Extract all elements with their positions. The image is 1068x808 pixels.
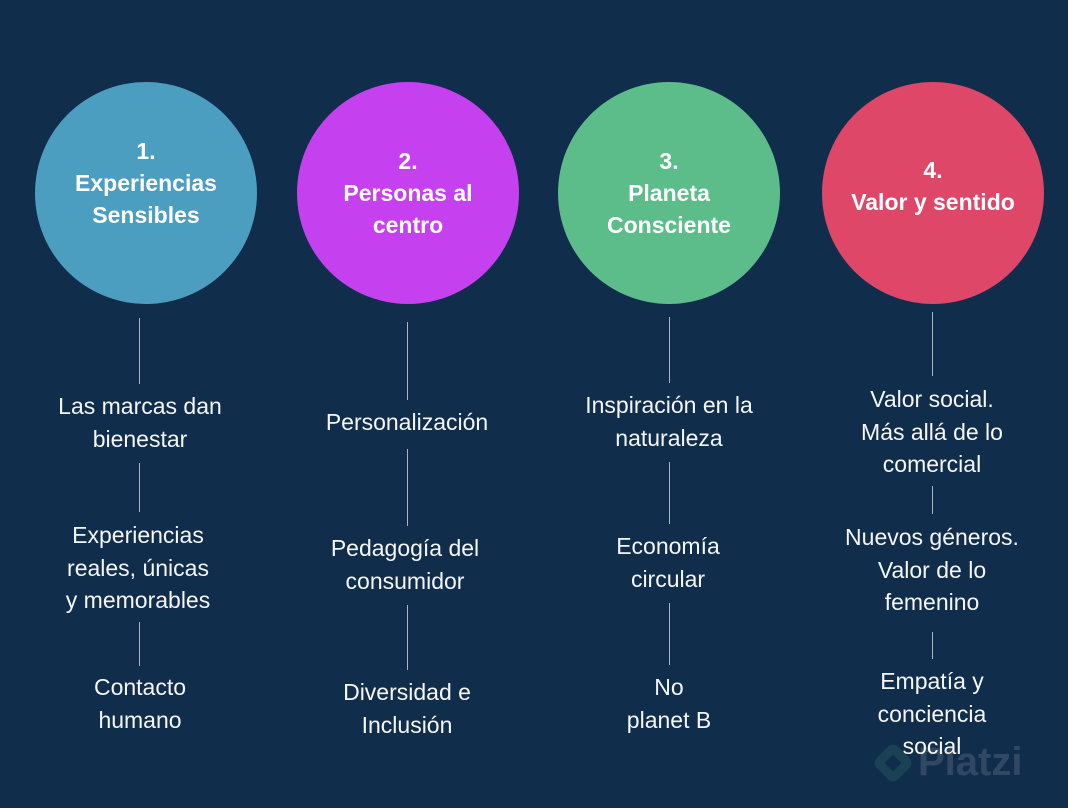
pillar-3-item-1: Inspiración en la naturaleza bbox=[585, 392, 753, 451]
pillar-4-item-3: Empatía y conciencia social bbox=[877, 668, 987, 759]
pillar-1-connector-1 bbox=[139, 318, 140, 384]
pillar-1-circle: 1. Experiencias Sensibles bbox=[35, 82, 257, 304]
pillar-2-circle: 2. Personas al centro bbox=[297, 82, 519, 304]
pillar-3-title: Planeta Consciente bbox=[607, 180, 731, 238]
pillar-2-connector-3 bbox=[407, 605, 408, 670]
pillar-3-item-2: Economía circular bbox=[616, 533, 720, 592]
pillar-4-connector-2 bbox=[932, 486, 933, 514]
pillar-2-connector-1 bbox=[407, 322, 408, 400]
pillar-4-item-2: Nuevos géneros. Valor de lo femenino bbox=[845, 524, 1019, 615]
pillar-4-connector-3 bbox=[932, 632, 933, 659]
pillar-3-circle: 3. Planeta Consciente bbox=[558, 82, 780, 304]
platzi-watermark: Platzi bbox=[871, 740, 1023, 785]
pillar-1-number: 1. bbox=[136, 138, 156, 164]
platzi-logo-icon bbox=[871, 741, 915, 784]
pillar-1-item-3: Contacto humano bbox=[93, 674, 187, 733]
pillar-4-title: Valor y sentido bbox=[851, 189, 1015, 215]
pillar-4-circle: 4. Valor y sentido bbox=[822, 82, 1044, 304]
pillar-4-number: 4. bbox=[923, 157, 943, 183]
pillar-1-connector-2 bbox=[139, 463, 140, 512]
pillar-4-connector-1 bbox=[932, 312, 933, 376]
pillar-3-connector-3 bbox=[669, 603, 670, 665]
pillar-2-title: Personas al centro bbox=[343, 180, 473, 238]
pillar-1-title: Experiencias Sensibles bbox=[75, 170, 217, 228]
pillar-2-number: 2. bbox=[398, 148, 418, 174]
pillar-3-connector-2 bbox=[669, 462, 670, 524]
pillar-3-number: 3. bbox=[659, 148, 679, 174]
pillar-1-item-2: Experiencias reales, únicas y memorables bbox=[65, 522, 211, 613]
pillar-2-item-3: Diversidad e Inclusión bbox=[343, 679, 471, 738]
pillar-1-connector-3 bbox=[139, 622, 140, 666]
pillar-2-item-2: Pedagogía del consumidor bbox=[330, 535, 480, 594]
pillar-2-item-1: Personalización bbox=[325, 409, 489, 435]
pillar-1-item-1: Las marcas dan bienestar bbox=[58, 393, 222, 452]
pillar-3-item-3: No planet B bbox=[626, 674, 712, 733]
pillar-4-item-1: Valor social. Más allá de lo comercial bbox=[861, 386, 1003, 477]
watermark-text: Platzi bbox=[918, 740, 1023, 784]
pillar-3-connector-1 bbox=[669, 317, 670, 383]
pillar-2-connector-2 bbox=[407, 449, 408, 526]
